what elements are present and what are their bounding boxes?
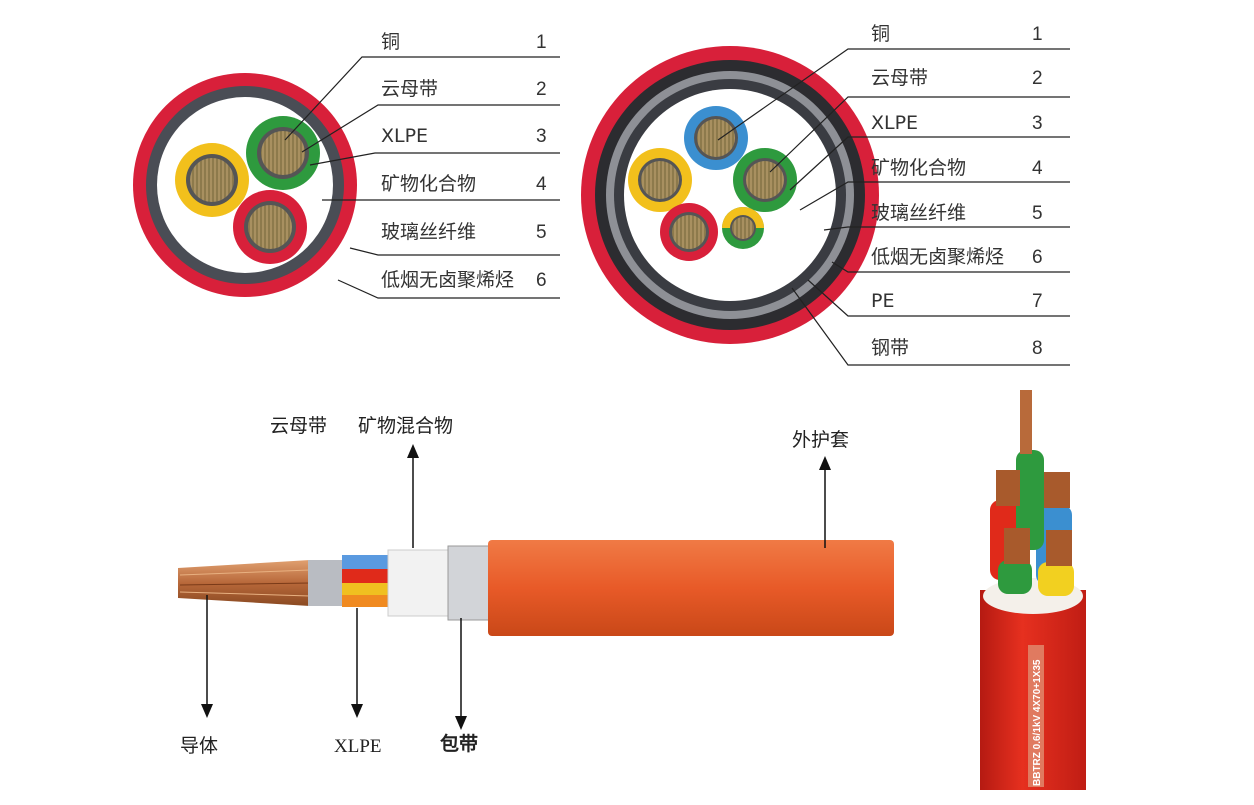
right-number-3: 3 (1032, 113, 1043, 134)
side-view-cable: 云母带 矿物混合物 外护套 导体 XLPE 包带 (178, 415, 894, 757)
left-label-3: XLPE (381, 125, 428, 147)
core-yellow (175, 143, 249, 217)
right-number-5: 5 (1032, 203, 1043, 224)
core-green (246, 116, 320, 190)
left-cross-section: 铜 1 云母带 2 XLPE 3 矿物化合物 4 玻璃丝纤维 5 低烟无卤聚烯烃… (133, 31, 560, 299)
core-blue (684, 106, 748, 170)
right-number-2: 2 (1032, 68, 1043, 89)
left-label-4: 矿物化合物 (381, 173, 476, 195)
cable-print-label (1028, 645, 1044, 787)
left-label-5: 玻璃丝纤维 (381, 221, 476, 243)
left-number-5: 5 (536, 222, 547, 243)
cable-print-text: BBTRZ 0.6/1kV 4X70+1X35 (1032, 659, 1043, 786)
right-number-1: 1 (1032, 24, 1043, 45)
right-label-3: XLPE (871, 112, 918, 134)
right-label-1: 铜 (871, 23, 890, 45)
label-wrap-tape: 包带 (440, 732, 478, 755)
left-number-6: 6 (536, 270, 547, 291)
label-mica-tape: 云母带 (270, 415, 327, 437)
right-cross-section: 铜 1 云母带 2 XLPE 3 矿物化合物 4 玻璃丝纤维 5 低烟无卤聚烯烃… (581, 23, 1070, 366)
right-label-7: PE (871, 290, 894, 312)
right-label-6: 低烟无卤聚烯烃 (871, 246, 1004, 268)
right-label-2: 云母带 (871, 67, 928, 89)
right-label-8: 钢带 (871, 337, 909, 359)
left-label-6: 低烟无卤聚烯烃 (381, 269, 514, 291)
wrap-tape (447, 545, 493, 621)
cable-photo: BBTRZ 0.6/1kV 4X70+1X35 (980, 390, 1086, 790)
left-label-2: 云母带 (381, 78, 438, 100)
conductor-strands (178, 560, 311, 606)
right-number-6: 6 (1032, 247, 1043, 268)
mica-tape (308, 560, 344, 606)
right-label-4: 矿物化合物 (871, 157, 966, 179)
core-red (660, 203, 718, 261)
right-label-5: 玻璃丝纤维 (871, 202, 966, 224)
right-number-4: 4 (1032, 158, 1043, 179)
left-label-1: 铜 (381, 31, 400, 53)
left-number-1: 1 (536, 32, 547, 53)
left-number-3: 3 (536, 126, 547, 147)
label-mineral-compound: 矿物混合物 (358, 415, 453, 437)
right-number-8: 8 (1032, 338, 1043, 359)
label-xlpe: XLPE (334, 736, 382, 757)
label-outer-sheath: 外护套 (792, 429, 849, 451)
insulated-cores (342, 555, 390, 607)
left-number-4: 4 (536, 174, 547, 195)
core-yellow (628, 148, 692, 212)
core-red (233, 190, 307, 264)
label-conductor: 导体 (180, 735, 218, 757)
core-green (733, 148, 797, 212)
outer-sheath (488, 540, 894, 636)
mineral-compound (387, 549, 451, 617)
right-number-7: 7 (1032, 291, 1043, 312)
core-earth (722, 207, 764, 249)
left-number-2: 2 (536, 79, 547, 100)
